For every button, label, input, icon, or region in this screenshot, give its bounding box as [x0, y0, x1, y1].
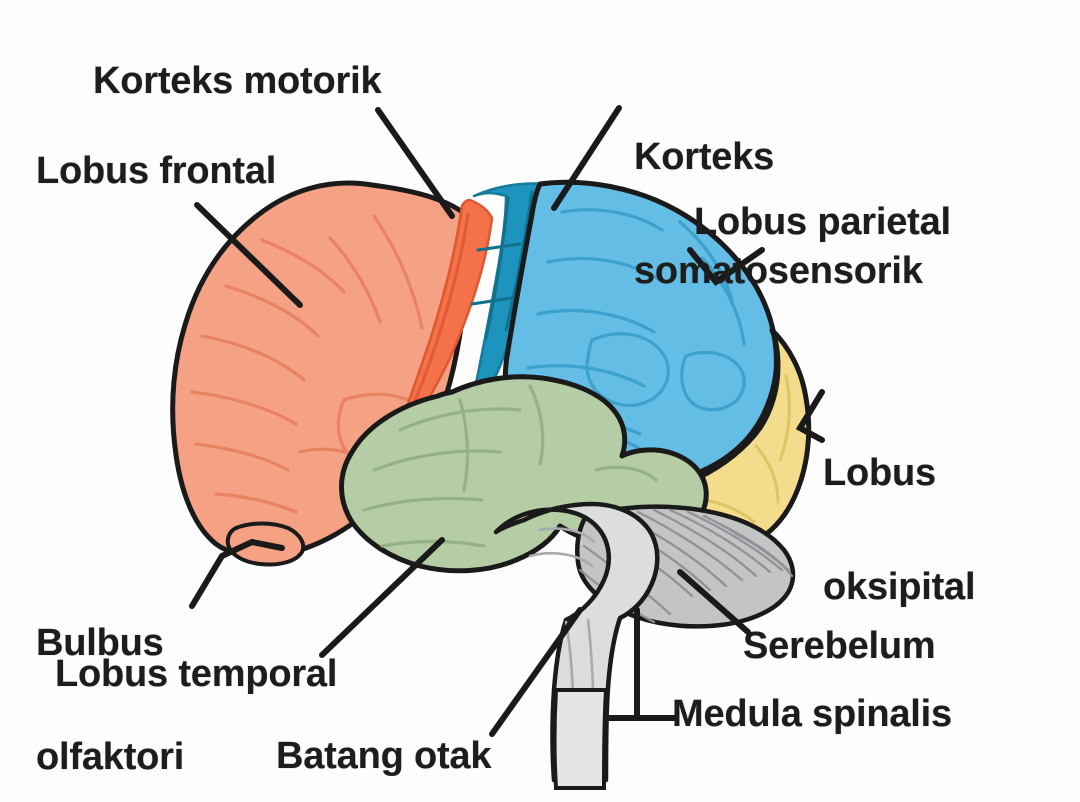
- leader-korteks-somatosensorik: [551, 105, 622, 211]
- label-lobus-frontal: Lobus frontal: [36, 150, 277, 192]
- leader-batang-otak: [489, 607, 583, 737]
- leader-korteks-motorik: [375, 107, 455, 219]
- somatosensory-inner-lines: [470, 190, 534, 340]
- label-lobus-oksipital-line1: Lobus: [823, 452, 936, 494]
- leader-lobus-frontal: [194, 202, 303, 308]
- label-bulbus-olfaktori-line1: Bulbus: [36, 622, 164, 664]
- leader-serebelum: [677, 569, 751, 635]
- label-lobus-oksipital: Lobus oksipital: [823, 378, 976, 682]
- leader-lobus-oksipital: [795, 389, 825, 443]
- label-korteks-somatosensorik-line2: somatosensorik: [634, 250, 923, 292]
- label-serebelum: Serebelum: [743, 625, 936, 667]
- leader-lobus-temporal: [319, 537, 445, 658]
- label-korteks-motorik: Korteks motorik: [93, 60, 382, 102]
- label-bulbus-olfaktori: Bulbus olfaktori: [36, 548, 184, 802]
- leader-lobus-parietal: [687, 247, 765, 287]
- label-bulbus-olfaktori-line2: olfaktori: [36, 736, 185, 778]
- label-lobus-temporal: Lobus temporal: [55, 653, 338, 695]
- label-lobus-oksipital-line2: oksipital: [823, 566, 976, 608]
- label-korteks-somatosensorik-line1: Korteks: [634, 136, 775, 178]
- leader-lines: [189, 105, 825, 737]
- label-batang-otak: Batang otak: [276, 735, 492, 777]
- label-medula-spinalis: Medula spinalis: [672, 693, 952, 735]
- label-korteks-somatosensorik: Korteks somatosensorik: [634, 62, 923, 366]
- label-lobus-parietal: Lobus parietal: [694, 201, 951, 243]
- leader-bulbus-olfaktori: [189, 538, 285, 609]
- region-medula-spinalis[interactable]: [552, 688, 609, 790]
